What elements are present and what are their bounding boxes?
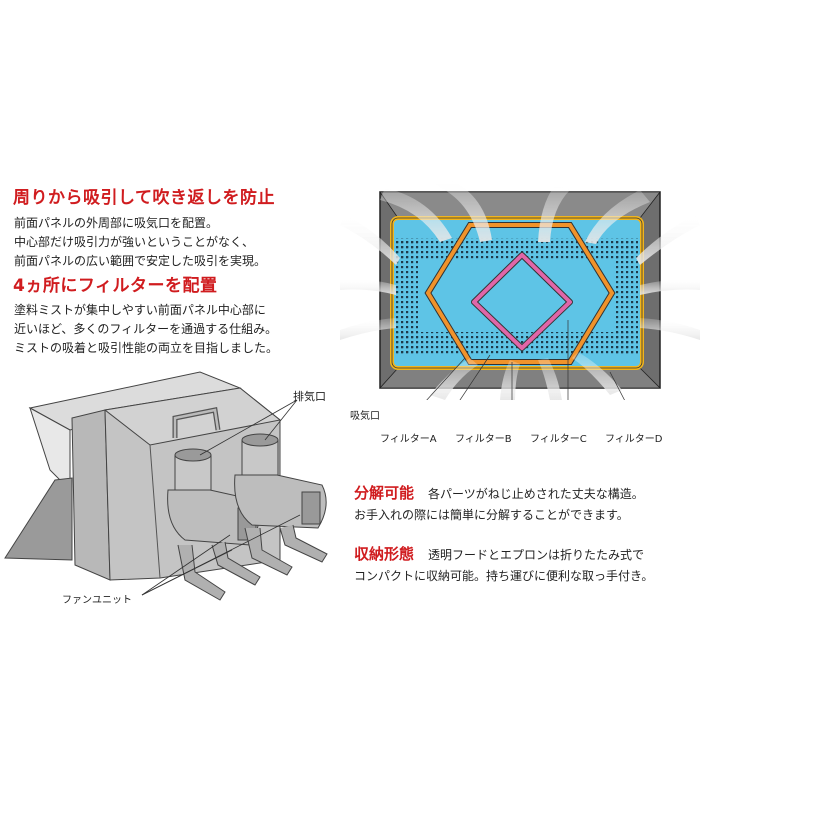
filter-diagram xyxy=(340,180,700,400)
text-line: 中心部だけ吸引力が強いということがなく、 xyxy=(14,235,255,249)
label-exhaust: 排気口 xyxy=(293,390,326,403)
text-line: ミストの吸着と吸引性能の両立を目指しました。 xyxy=(14,341,279,355)
feature-disassembly: 分解可能各パーツがねじ止めされた丈夫な構造。 お手入れの際には簡単に分解すること… xyxy=(354,483,644,526)
feature-text: お手入れの際には簡単に分解することができます。 xyxy=(354,508,629,522)
label-filter-b: フィルターB xyxy=(455,434,512,445)
text-line: 塗料ミストが集中しやすい前面パネル中心部に xyxy=(14,303,266,317)
label-filter-d: フィルターD xyxy=(605,434,663,445)
text-line: 前面パネルの広い範囲で安定した吸引を実現。 xyxy=(14,254,267,268)
filter-description: 塗料ミストが集中しやすい前面パネル中心部に 近いほど、多くのフィルターを通過する… xyxy=(14,301,278,358)
product-illustration xyxy=(4,371,328,601)
heading-suction: 周りから吸引して吹き返しを防止 xyxy=(13,188,275,208)
label-filter-a: フィルターA xyxy=(380,434,437,445)
feature-text: 透明フードとエプロンは折りたたみ式で xyxy=(428,548,645,562)
heading-filters: 4ヵ所にフィルターを配置 xyxy=(13,276,218,296)
text-line: 前面パネルの外周部に吸気口を配置。 xyxy=(14,216,219,230)
label-filter-c: フィルターC xyxy=(530,434,587,445)
feature-text: 各パーツがねじ止めされた丈夫な構造。 xyxy=(428,487,644,501)
suction-description: 前面パネルの外周部に吸気口を配置。 中心部だけ吸引力が強いということがなく、 前… xyxy=(14,214,266,271)
feature-storage: 収納形態透明フードとエプロンは折りたたみ式で コンパクトに収納可能。持ち運びに便… xyxy=(354,544,653,587)
feature-text: コンパクトに収納可能。持ち運びに便利な取っ手付き。 xyxy=(354,569,654,583)
feature-title: 分解可能 xyxy=(354,484,415,502)
label-fan-unit: ファンユニット xyxy=(62,595,132,606)
label-intake: 吸気口 xyxy=(350,411,380,422)
feature-title: 収納形態 xyxy=(354,545,415,563)
text-line: 近いほど、多くのフィルターを通過する仕組み。 xyxy=(14,322,278,336)
